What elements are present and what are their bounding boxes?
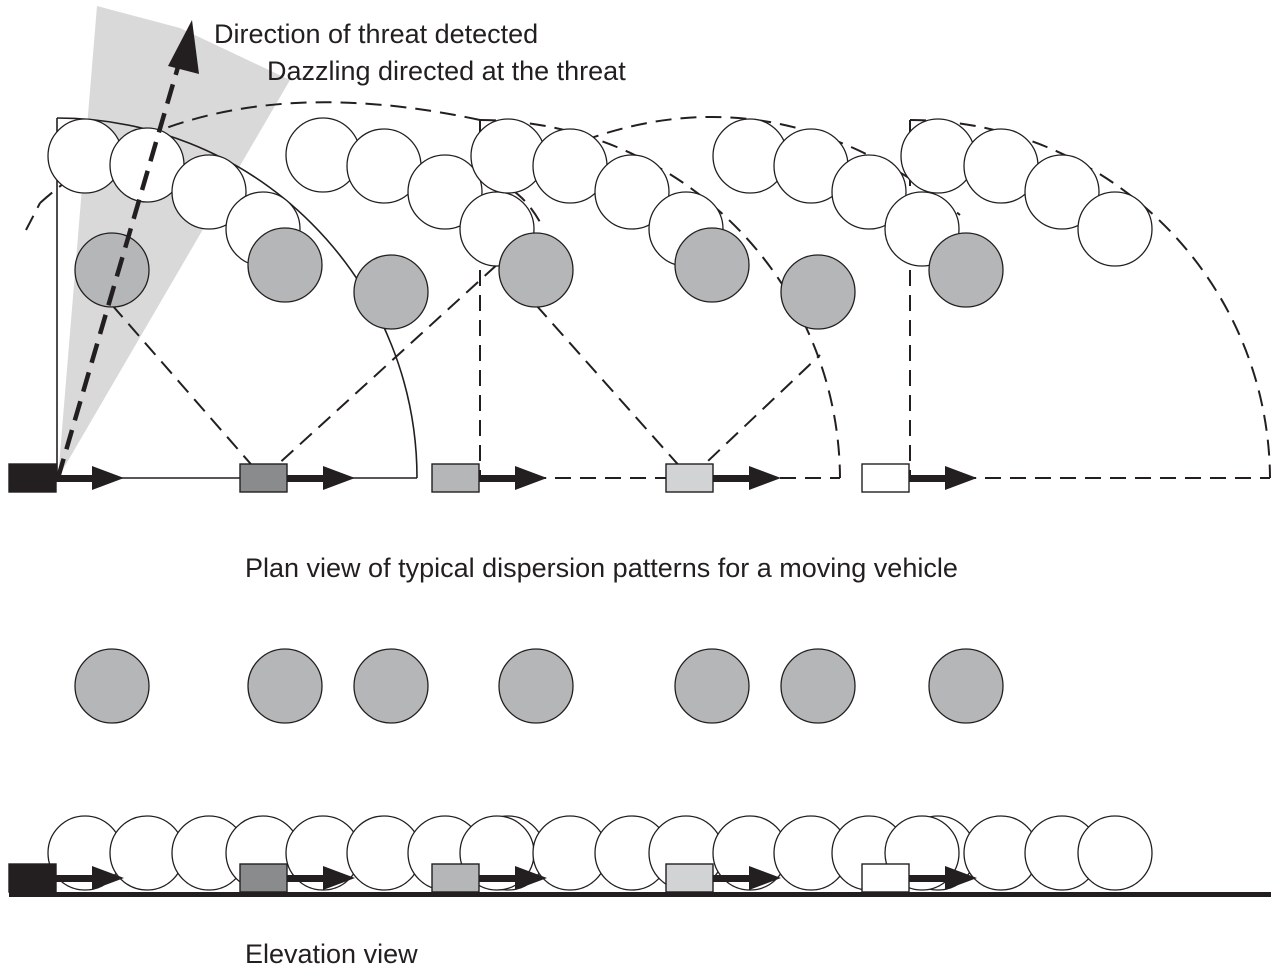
- elevation-view-caption: Elevation view: [245, 939, 418, 969]
- vehicle: [8, 863, 57, 893]
- grenade-circles-plan: [74, 227, 1004, 330]
- threat-direction-arrow: [55, 20, 199, 479]
- motion-arrows-elevation: [56, 866, 977, 890]
- vehicle: [8, 463, 57, 493]
- vehicle: [861, 863, 910, 893]
- smoke-circles-elevation: [47, 815, 1153, 891]
- ground-line: [9, 892, 1271, 897]
- vehicle: [239, 863, 288, 893]
- vehicle: [665, 863, 714, 893]
- grenade-circles-elevation: [74, 648, 1004, 724]
- vehicles-elevation: [8, 863, 910, 893]
- vehicles-plan: [8, 463, 910, 493]
- vehicle: [431, 863, 480, 893]
- vehicle: [665, 463, 714, 493]
- vehicle: [239, 463, 288, 493]
- dazzle-cone: [58, 6, 290, 478]
- motion-arrows-plan: [56, 466, 977, 490]
- vehicle: [861, 463, 910, 493]
- dazzling-label: Dazzling directed at the threat: [267, 56, 626, 86]
- vehicle: [431, 463, 480, 493]
- threat-direction-label: Direction of threat detected: [214, 19, 538, 49]
- plan-view-caption: Plan view of typical dispersion patterns…: [245, 553, 958, 583]
